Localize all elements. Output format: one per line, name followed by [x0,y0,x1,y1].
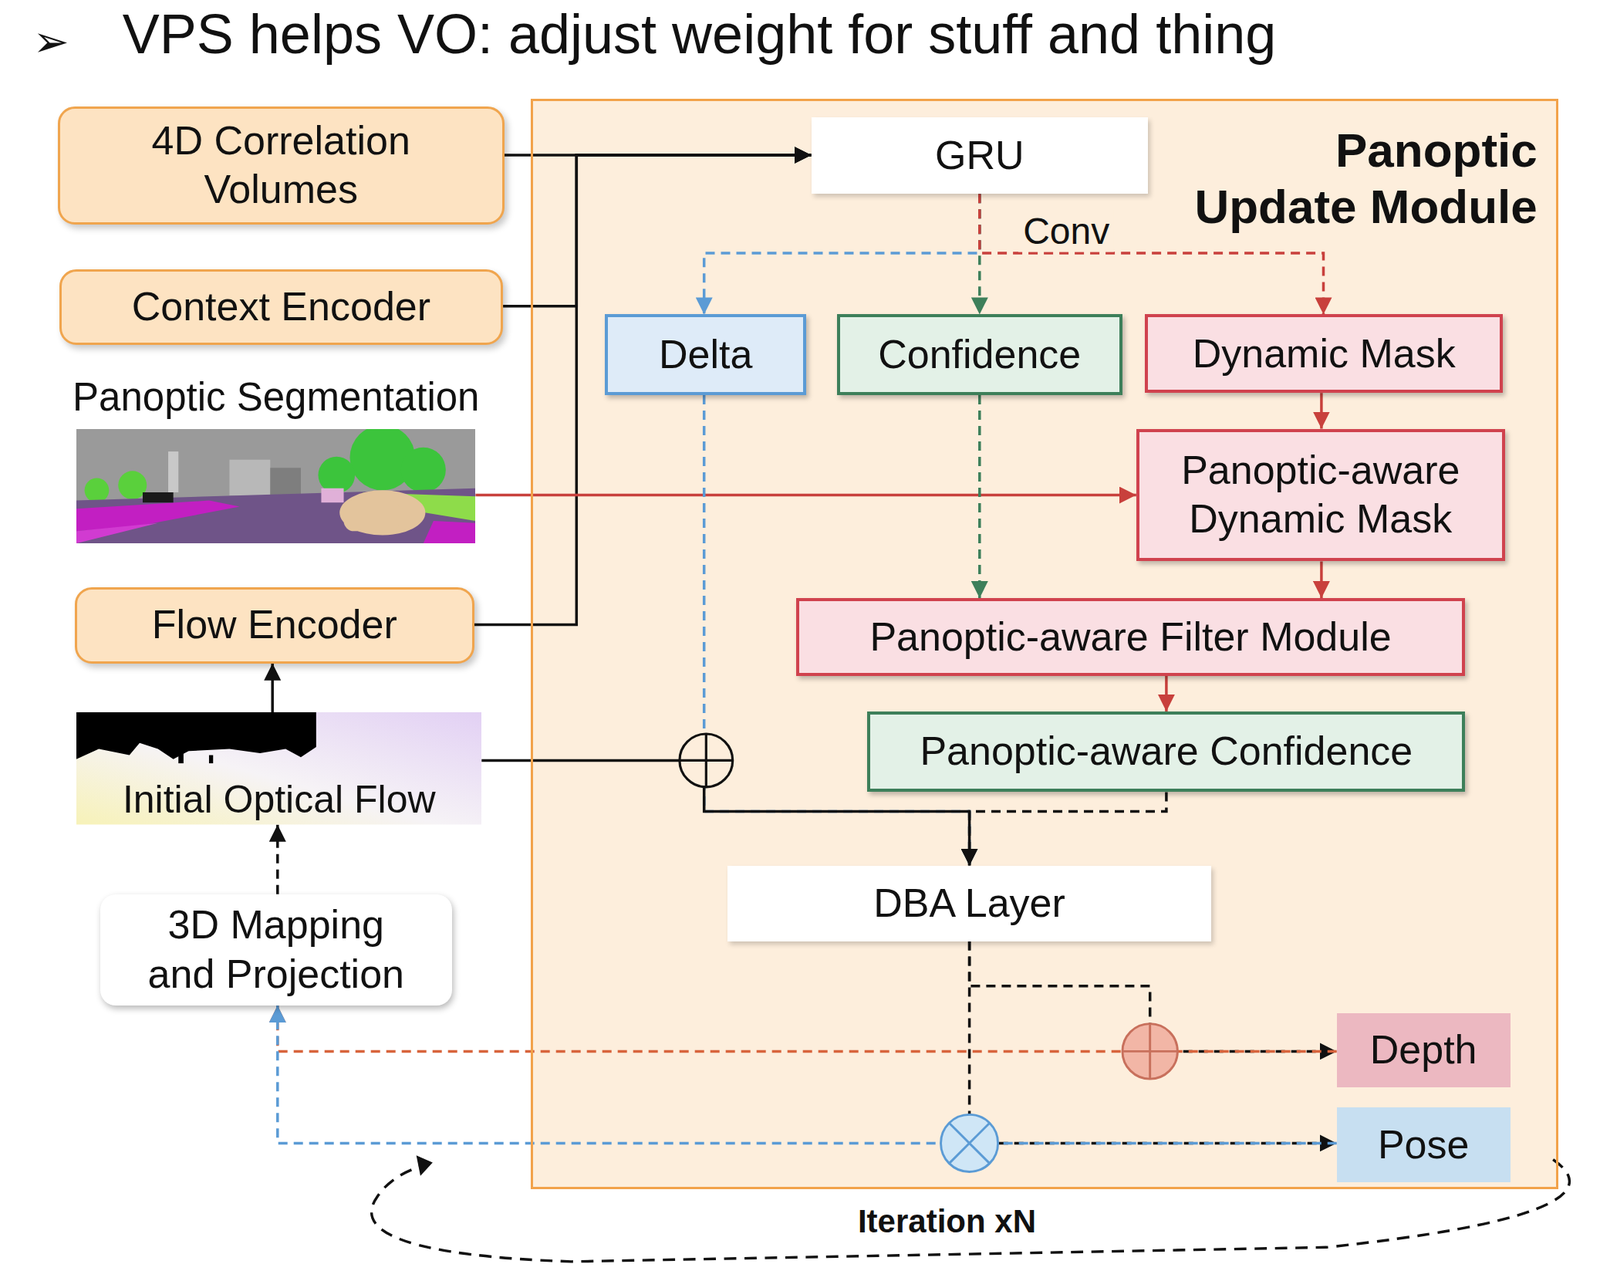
output-box: Delta [604,313,807,395]
input-box: 4D Correlation Volumes [57,106,505,225]
output-box: Depth [1336,1012,1511,1087]
output-box: Confidence [837,313,1123,395]
connector [978,394,982,598]
panel-heading: Panoptic Segmentation [30,374,522,420]
process-box: Panoptic-aware Dynamic Mask [1136,428,1506,562]
sum-symbol [679,733,733,787]
process-box: GRU [811,117,1148,194]
connector [969,791,1167,865]
process-box: DBA Layer [727,865,1212,942]
connector [474,155,812,625]
connector [270,663,274,713]
box-label: Pose [1377,1120,1470,1169]
connector [502,155,811,307]
module-fill [530,98,1559,1189]
connector [969,941,1337,1144]
connector [1319,392,1324,429]
segmentation-image [76,428,476,544]
box-label: Panoptic-aware Filter Module [869,612,1391,662]
box-label: Depth [1370,1025,1478,1074]
box-label: Panoptic-aware Confidence [919,726,1413,776]
box-label: Panoptic-aware Dynamic Mask [1148,445,1493,544]
box-label: DBA Layer [873,878,1066,928]
box-label: GRU [935,131,1025,180]
module-title: Panoptic Update Module [1174,121,1538,235]
box-label: Flow Encoder [151,600,398,649]
pose-product-symbol [941,1113,999,1172]
box-label: 4D Correlation Volumes [69,116,493,215]
panel-caption: Initial Optical Flow [76,776,482,822]
connector [704,193,980,314]
output-box: Dynamic Mask [1144,313,1503,393]
box-label: Dynamic Mask [1192,329,1456,379]
process-box: Panoptic-aware Filter Module [796,597,1466,676]
box-label: Confidence [877,330,1081,379]
input-box: Flow Encoder [74,587,476,664]
box-label: 3D Mapping and Projection [142,900,409,999]
slide-title: VPS helps VO: adjust weight for stuff an… [122,3,1277,65]
bullet-symbol: ➢ [28,15,75,66]
connector [1164,675,1168,712]
iteration-arrowhead [416,1154,433,1175]
output-box: Pose [1336,1107,1511,1182]
depth-sum-symbol [1122,1023,1178,1079]
process-box: 3D Mapping and Projection [100,894,453,1006]
image-panel: Initial Optical Flow [76,712,482,824]
conv-label: Conv [1018,209,1114,252]
connector [277,1005,1337,1144]
input-box: Context Encoder [59,269,503,345]
connector [276,824,280,895]
image-panel: Panoptic Segmentation [76,428,476,544]
iteration-label: Iteration xN [853,1202,1041,1240]
connector [1319,561,1324,599]
box-label: Delta [658,330,753,379]
box-label: Context Encoder [131,282,431,331]
module-frame: Panoptic Update Module GRU Delta Confidence… [530,98,1559,1189]
process-box: Panoptic-aware Confidence [867,711,1465,792]
connector [475,493,1136,497]
